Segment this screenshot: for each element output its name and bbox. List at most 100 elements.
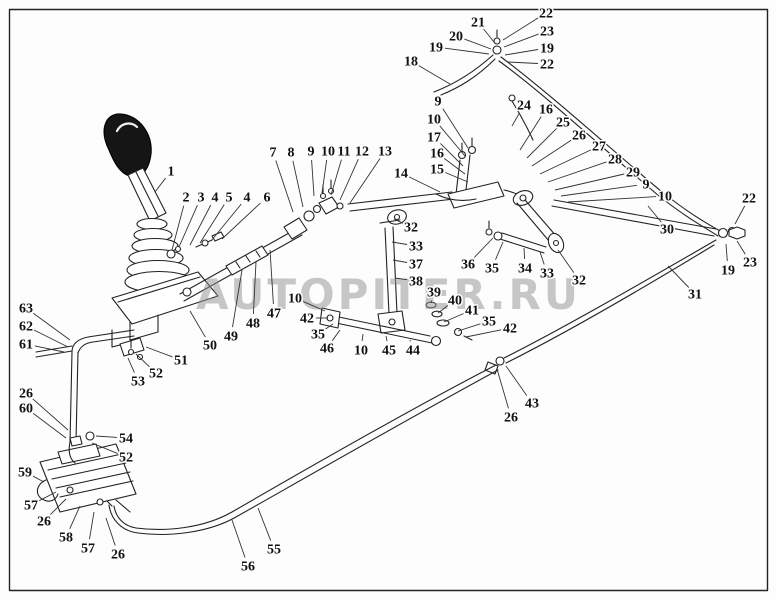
part-number-label: 25 — [556, 116, 570, 131]
leader-line — [725, 243, 728, 262]
part-number-label: 27 — [592, 140, 606, 155]
part-number-label: 13 — [378, 145, 392, 160]
leader-line — [439, 125, 466, 157]
leader-line — [408, 176, 441, 193]
part-number-label: 58 — [59, 531, 73, 546]
leader-line — [539, 251, 545, 265]
leader-line — [257, 507, 272, 541]
leader-line — [507, 61, 539, 64]
leader-line — [511, 112, 520, 127]
leader-line — [349, 158, 381, 204]
leader-line — [554, 173, 625, 191]
part-number-label: 4 — [244, 191, 251, 206]
part-number-label: 29 — [626, 166, 640, 181]
leader-line — [394, 277, 408, 281]
part-number-label: 37 — [409, 258, 423, 273]
intermediate-rod — [347, 191, 455, 225]
leader-line — [523, 247, 526, 260]
leader-line — [465, 329, 502, 338]
leader-line — [483, 28, 495, 43]
leader-line — [734, 205, 746, 225]
part-number-label: 52 — [149, 367, 163, 382]
gear-lever-assembly — [103, 113, 225, 348]
part-number-label: 15 — [430, 163, 444, 178]
leader-line — [647, 205, 662, 223]
part-number-label: 41 — [465, 304, 479, 319]
part-number-label: 23 — [540, 25, 554, 40]
leader-line — [361, 333, 364, 342]
long-rods — [551, 199, 717, 237]
leader-line — [33, 312, 71, 341]
part-number-label: 47 — [267, 307, 281, 322]
part-number-label: 22 — [540, 58, 554, 73]
leader-line — [303, 301, 326, 312]
lower-pipes — [102, 239, 717, 535]
part-number-label: 26 — [19, 387, 33, 402]
part-number-label: 1 — [168, 165, 175, 180]
leader-line — [154, 177, 166, 193]
part-number-label: 42 — [503, 322, 517, 337]
part-number-label: 10 — [321, 145, 335, 160]
part-number-label: 50 — [203, 339, 217, 354]
part-number-label: 61 — [19, 338, 33, 353]
part-number-label: 63 — [19, 302, 33, 317]
leader-line — [531, 139, 572, 167]
leader-line — [145, 346, 173, 358]
leader-line — [89, 511, 95, 540]
part-number-label: 26 — [572, 129, 586, 144]
part-number-label: 35 — [311, 328, 325, 343]
part-number-label: 22 — [742, 192, 756, 207]
leader-line — [445, 172, 469, 183]
leader-line — [392, 259, 408, 263]
leader-line — [91, 442, 118, 455]
leader-line — [32, 413, 67, 439]
leader-line — [505, 365, 528, 396]
leader-line — [178, 205, 198, 248]
part-number-label: 6 — [264, 191, 271, 206]
leader-line — [339, 159, 359, 201]
leader-line — [33, 329, 69, 348]
relay-lever — [485, 190, 565, 254]
leader-line — [503, 33, 539, 48]
part-number-label: 48 — [246, 317, 260, 332]
part-number-label: 44 — [406, 344, 420, 359]
part-number-label: 49 — [224, 330, 238, 345]
leader-line — [430, 300, 433, 304]
leader-line — [275, 160, 294, 213]
base-plate — [111, 271, 219, 325]
leader-line — [221, 202, 261, 240]
leader-line — [38, 491, 57, 502]
part-number-label: 35 — [482, 315, 496, 330]
part-number-label: 10 — [288, 292, 302, 307]
leader-line — [418, 65, 451, 85]
part-number-label: 10 — [427, 113, 441, 128]
part-number-label: 17 — [427, 131, 441, 146]
leader-line — [473, 237, 494, 258]
part-number-label: 2 — [183, 191, 190, 206]
watermark: AUTOPITER.RU — [196, 270, 581, 319]
part-number-label: 7 — [270, 146, 277, 161]
part-number-label: 4 — [212, 191, 219, 206]
part-number-label: 16 — [430, 147, 444, 162]
part-number-label: 59 — [18, 466, 32, 481]
part-number-label: 12 — [355, 145, 369, 160]
part-number-label: 57 — [24, 499, 38, 514]
leader-line — [292, 160, 304, 208]
right-fitting — [717, 226, 746, 240]
part-number-label: 46 — [320, 342, 334, 357]
part-number-label: 26 — [37, 515, 51, 530]
part-number-label: 32 — [404, 221, 418, 236]
part-number-label: 26 — [504, 411, 518, 426]
leader-line — [171, 205, 185, 251]
leader-line — [495, 241, 504, 260]
leader-line — [231, 519, 246, 558]
leader-line — [330, 159, 342, 196]
leader-line — [547, 161, 607, 183]
part-number-label: 52 — [119, 451, 133, 466]
leader-line — [464, 38, 492, 50]
leader-line — [331, 329, 341, 341]
part-number-label: 62 — [19, 320, 33, 335]
leader-line — [443, 313, 464, 323]
pipe-bracket — [119, 337, 145, 357]
